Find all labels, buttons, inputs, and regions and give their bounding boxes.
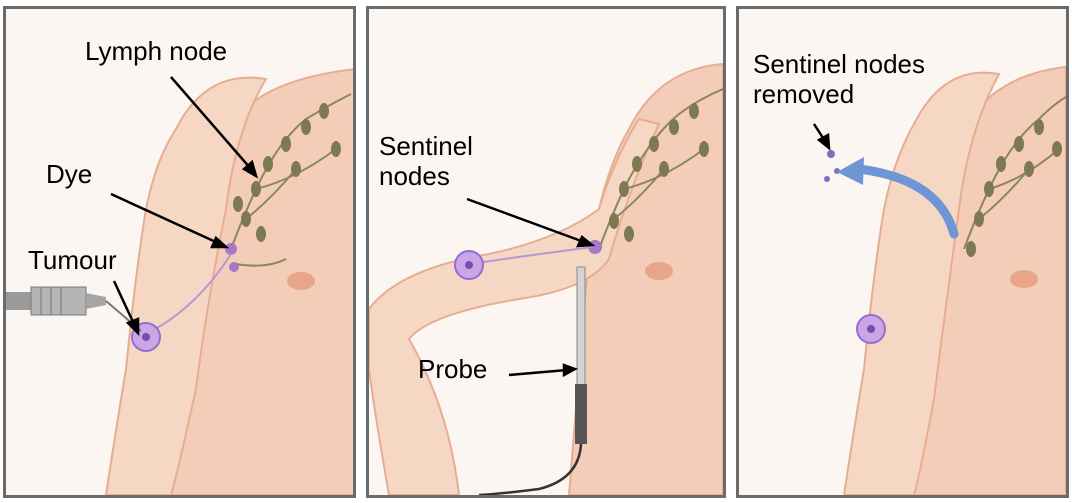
arrow-probe <box>509 370 567 375</box>
label-tumour: Tumour <box>26 245 119 275</box>
dye-node <box>225 243 237 255</box>
illustration-probe-detection <box>369 9 723 495</box>
removal-arrowhead <box>837 157 864 185</box>
label-sentinel-nodes: Sentinel nodes <box>377 131 475 191</box>
panel-probe-detection: Sentinel nodes Probe <box>366 6 726 498</box>
removed-nodes <box>824 150 840 182</box>
arrow-sentinel-nodes <box>467 199 584 242</box>
panel-nodes-removed: Sentinel nodes removed <box>736 6 1069 498</box>
nipple <box>287 272 315 290</box>
nipple <box>1010 270 1038 288</box>
dye-node <box>229 262 239 272</box>
nipple <box>645 262 673 280</box>
panel-dye-injection: Lymph node Dye Tumour <box>3 6 356 498</box>
label-nodes-removed: Sentinel nodes removed <box>753 49 925 109</box>
label-dye: Dye <box>44 159 94 189</box>
label-lymph-node: Lymph node <box>83 36 229 66</box>
label-probe: Probe <box>418 354 487 384</box>
